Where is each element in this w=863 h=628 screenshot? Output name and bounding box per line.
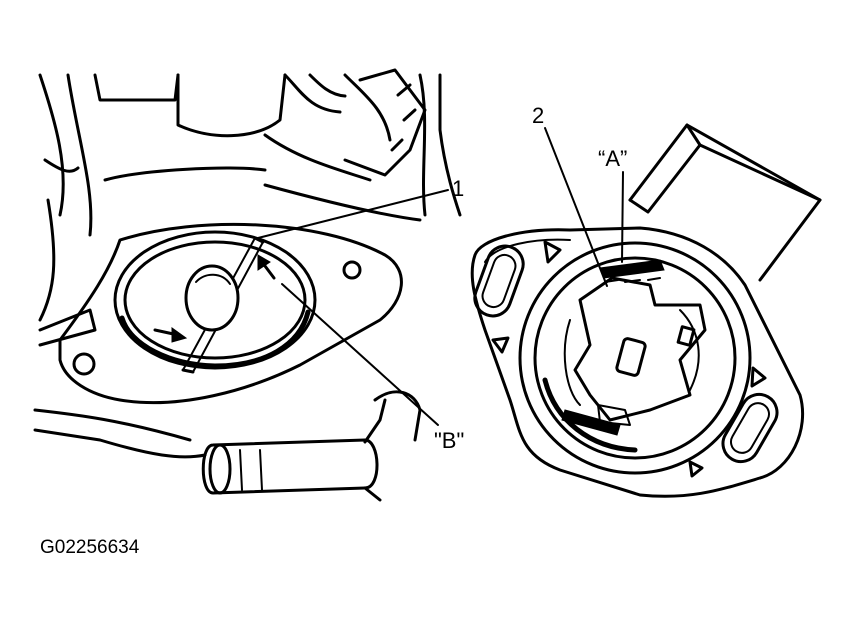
leader-line-a — [621, 171, 624, 263]
leader-line-2 — [544, 127, 608, 287]
leader-line-1 — [257, 189, 449, 239]
callout-1: 1 — [452, 176, 464, 201]
callout-a: “A” — [598, 146, 627, 171]
throttle-position-sensor — [470, 123, 822, 498]
callout-b: "B" — [434, 428, 464, 453]
figure-code: G02256634 — [40, 537, 140, 558]
throttle-body — [33, 68, 462, 502]
callout-2: 2 — [532, 103, 544, 128]
leader-line-b — [281, 283, 439, 426]
